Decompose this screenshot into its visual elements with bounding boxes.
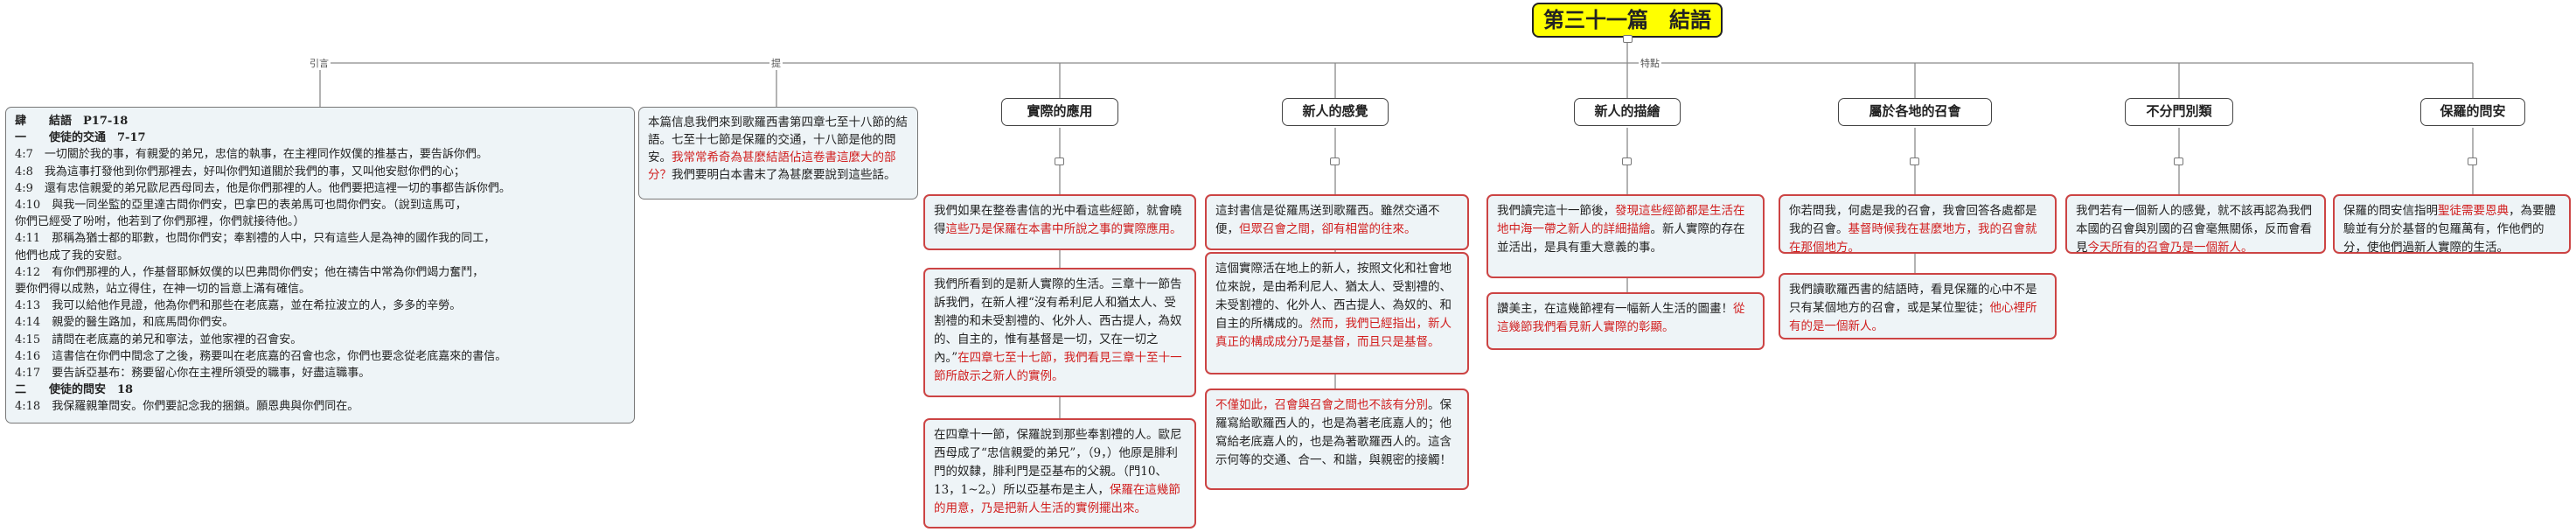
header-label: 新人的描繪 xyxy=(1594,103,1660,119)
edge-label-features: 特點 xyxy=(1639,56,1661,70)
note-highlight: 他心裡所有的是一個新人。 xyxy=(1789,301,2037,333)
outline-line: 4:7 一切關於我的事，有親愛的弟兄，忠信的執事，在主裡同作奴僕的推基古，要告訴… xyxy=(15,148,488,162)
feeling-note-3[interactable]: 不僅如此，召會與召會之間也不該有分別。保羅寫給歌羅西人的，也是為著老底嘉人的；他… xyxy=(1205,388,1469,490)
header-label: 屬於各地的召會 xyxy=(1869,103,1961,119)
practical-note-2[interactable]: 我們所看到的是新人實際的生活。三章十一節告訴我們，在新人裡“沒有希利尼人和猶太人… xyxy=(923,268,1196,397)
note-highlight: 基督時候我在甚麼地方，我的召會就在那個地方。 xyxy=(1789,222,2037,255)
outline-line: 4:9 還有忠信親愛的弟兄歐尼西母同去，他是你們那裡的人。他們要把這裡一切的事都… xyxy=(15,181,511,195)
header-local-churches[interactable]: 屬於各地的召會 xyxy=(1838,98,1992,126)
note-text: 。保羅寫給歌羅西人的，也是為著老底嘉人的；他寫給老底嘉人的，也是為著歌羅西人的。… xyxy=(1215,398,1452,467)
root-topic[interactable]: 第三十一篇 結語 xyxy=(1532,3,1723,38)
outline-line: 要你們得以成熟，站立得住，在神一切的旨意上滿有確信。 xyxy=(15,283,311,297)
note-text: 這個實際活在地上的新人，按照文化和社會地位來說，是由希利尼人、猶太人、受割禮的、… xyxy=(1215,262,1452,331)
outline-line: 一 使徒的交通 7-17 xyxy=(15,131,146,145)
intro-text-red: 我常常希奇為甚麼結語佔這卷書這麼大的部分？ xyxy=(648,150,896,182)
header-undivided[interactable]: 不分門別類 xyxy=(2125,98,2233,126)
outline-line: 他們也成了我的安慰。 xyxy=(15,248,129,262)
outline-line: 二 使徒的問安 18 xyxy=(15,383,134,397)
note-highlight: 在四章七至十七節，我們看見三章十至十一節所啟示之新人的實例。 xyxy=(934,351,1182,383)
note-text: 。新人實際的存在並活出，是具有重大意義的事。 xyxy=(1497,222,1745,255)
header-paul-greeting[interactable]: 保羅的問安 xyxy=(2420,98,2525,126)
header-new-man-portrait[interactable]: 新人的描繪 xyxy=(1574,98,1681,126)
header-new-man-feeling[interactable]: 新人的感覺 xyxy=(1282,98,1389,126)
practical-note-1[interactable]: 我們如果在整卷書信的光中看這些經節，就會曉得這些乃是保羅在本書中所說之事的實際應… xyxy=(923,194,1196,250)
local-note-1[interactable]: 你若問我，何處是我的召會，我會回答各處都是我的召會。基督時候我在甚麼地方，我的召… xyxy=(1779,194,2057,255)
note-highlight: 發現這些經節都是生活在地中海一帶之新人的詳細描繪 xyxy=(1497,204,1745,236)
expand-handle-icon[interactable] xyxy=(1622,158,1632,165)
root-title: 第三十一篇 結語 xyxy=(1543,7,1711,32)
note-text: 在四章十一節，保羅說到那些奉割禮的人。歐尼西母成了“忠信親愛的弟兄”，（9，）他… xyxy=(934,428,1182,497)
header-label: 保羅的問安 xyxy=(2440,103,2506,119)
edge-label-outline: 引言 xyxy=(308,56,331,70)
header-label: 實際的應用 xyxy=(1027,103,1093,119)
note-text: 這封書信是從羅馬送到歌羅西。雖然交通不便， xyxy=(1215,204,1440,236)
expand-handle-icon[interactable] xyxy=(2468,158,2477,165)
note-highlight: 今天所有的召會乃是一個新人。 xyxy=(2087,241,2253,255)
intro-text-a: 本篇信息我們來到歌羅西書第四章七至十八節的結語。七至十七節是保羅的交通，十八節是… xyxy=(648,116,908,164)
note-highlight: 保羅在這幾節的用意，乃是把新人生活的實例擺出來。 xyxy=(934,483,1180,515)
header-label: 新人的感覺 xyxy=(1302,103,1368,119)
undivided-note-1[interactable]: 我們若有一個新人的感覺，就不該再認為我們本國的召會與別國的召會毫無關係，反而會看… xyxy=(2065,194,2326,255)
local-note-2[interactable]: 我們讀歌羅西書的結語時，看見保羅的心中不是只有某個地方的召會，或是某位聖徒；他心… xyxy=(1779,273,2057,340)
note-highlight: 這些乃是保羅在本書中所說之事的實際應用。 xyxy=(945,222,1182,236)
header-practical-application[interactable]: 實際的應用 xyxy=(1001,98,1118,126)
outline-line: 4:8 我為這事打發他到你們那裡去，好叫你們知道關於我們的事，又叫他安慰你們的心… xyxy=(15,164,465,178)
note-text: ，為要體驗並有分於基督的包羅萬有，作他們的分，使他們過新人實際的生活。 xyxy=(2343,204,2556,255)
greeting-note-1[interactable]: 保羅的問安信指明聖徒需要恩典，為要體驗並有分於基督的包羅萬有，作他們的分，使他們… xyxy=(2333,194,2571,255)
note-highlight: 但眾召會之間，卻有相當的往來。 xyxy=(1239,222,1417,236)
portrait-note-2[interactable]: 讚美主，在這幾節裡有一幅新人生活的圖畫！從這幾節我們看見新人實際的彰顯。 xyxy=(1486,292,1765,350)
outline-line: 4:16 這書信在你們中間念了之後，務要叫在老底嘉的召會也念，你們也要念從老底嘉… xyxy=(15,349,507,363)
expand-handle-icon[interactable] xyxy=(1910,158,1919,165)
intro-box[interactable]: 本篇信息我們來到歌羅西書第四章七至十八節的結語。七至十七節是保羅的交通，十八節是… xyxy=(638,107,918,200)
outline-line: 肆 結語 P17-18 xyxy=(15,115,129,128)
outline-lines: 肆 結語 P17-18 一 使徒的交通 7-17 4:7 一切關於我的事，有親愛的弟… xyxy=(15,113,625,416)
collapse-toggle-icon[interactable] xyxy=(1623,35,1633,43)
note-highlight: 聖徒需要恩典 xyxy=(2438,204,2509,218)
outline-line: 4:11 那稱為猶士都的耶數，也問你們安；奉割禮的人中，只有這些人是為神的國作我… xyxy=(15,232,496,246)
outline-box[interactable]: 肆 結語 P17-18 一 使徒的交通 7-17 4:7 一切關於我的事，有親愛的弟… xyxy=(5,107,635,424)
note-highlight: 不僅如此，召會與召會之間也不該有分別 xyxy=(1215,398,1428,412)
feeling-note-1[interactable]: 這封書信是從羅馬送到歌羅西。雖然交通不便，但眾召會之間，卻有相當的往來。 xyxy=(1205,194,1469,250)
note-text: 我們若有一個新人的感覺，就不該再認為我們本國的召會與別國的召會毫無關係，反而會看… xyxy=(2076,204,2312,255)
feeling-note-2[interactable]: 這個實際活在地上的新人，按照文化和社會地位來說，是由希利尼人、猶太人、受割禮的、… xyxy=(1205,252,1469,374)
edge-label-intro: 提 xyxy=(769,56,783,70)
outline-line: 4:12 有你們那裡的人，作基督耶穌奴僕的以巴弗問你們安；他在禱告中常為你們竭力… xyxy=(15,265,484,279)
outline-line: 4:10 與我一同坐監的亞里達古問你們安，巴拿巴的表弟馬可也問你們安。（說到這馬… xyxy=(15,199,467,213)
expand-handle-icon[interactable] xyxy=(1055,158,1064,165)
note-text: 保羅的問安信指明 xyxy=(2343,204,2438,218)
outline-line: 4:15 請問在老底嘉的弟兄和寧法，並他家裡的召會安。 xyxy=(15,332,303,346)
outline-line: 4:18 我保羅親筆問安。你們要記念我的捆鎖。願恩典與你們同在。 xyxy=(15,400,359,414)
note-text: 我們讀完這十一節後， xyxy=(1497,204,1615,218)
outline-line: 4:14 親愛的醫生路加，和底馬問你們安。 xyxy=(15,316,234,330)
practical-note-3[interactable]: 在四章十一節，保羅說到那些奉割禮的人。歐尼西母成了“忠信親愛的弟兄”，（9，）他… xyxy=(923,418,1196,528)
intro-text-b: 我們要明白本書末了為甚麼要說到這些話。 xyxy=(672,168,896,182)
note-text: 你若問我，何處是我的召會，我會回答各處都是我的召會。 xyxy=(1789,204,2037,236)
note-text: 讚美主，在這幾節裡有一幅新人生活的圖畫！ xyxy=(1497,302,1733,316)
note-text: 我們所看到的是新人實際的生活。三章十一節告訴我們，在新人裡“沒有希利尼人和猶太人… xyxy=(934,277,1182,365)
portrait-note-1[interactable]: 我們讀完這十一節後，發現這些經節都是生活在地中海一帶之新人的詳細描繪。新人實際的… xyxy=(1486,194,1765,278)
note-highlight: 從這幾節我們看見新人實際的彰顯。 xyxy=(1497,302,1745,334)
outline-line: 4:13 我可以給他作見證，他為你們和那些在老底嘉，並在希拉波立的人，多多的辛勞… xyxy=(15,299,462,313)
note-text: 我們如果在整卷書信的光中看這些經節，就會曉得 xyxy=(934,204,1182,236)
expand-handle-icon[interactable] xyxy=(2174,158,2183,165)
outline-line: 4:17 要告訴亞基布：務要留心你在主裡所領受的職事，好盡這職事。 xyxy=(15,367,371,381)
header-label: 不分門別類 xyxy=(2146,103,2212,119)
expand-handle-icon[interactable] xyxy=(1330,158,1340,165)
note-highlight: 然而，我們已經指出，新人真正的構成成分乃是基督，而且只是基督。 xyxy=(1215,317,1452,349)
note-text: 我們讀歌羅西書的結語時，看見保羅的心中不是只有某個地方的召會，或是某位聖徒； xyxy=(1789,283,2037,315)
outline-line: 你們已經受了吩咐，他若到了你們那裡，你們就接待他。） xyxy=(15,215,305,229)
